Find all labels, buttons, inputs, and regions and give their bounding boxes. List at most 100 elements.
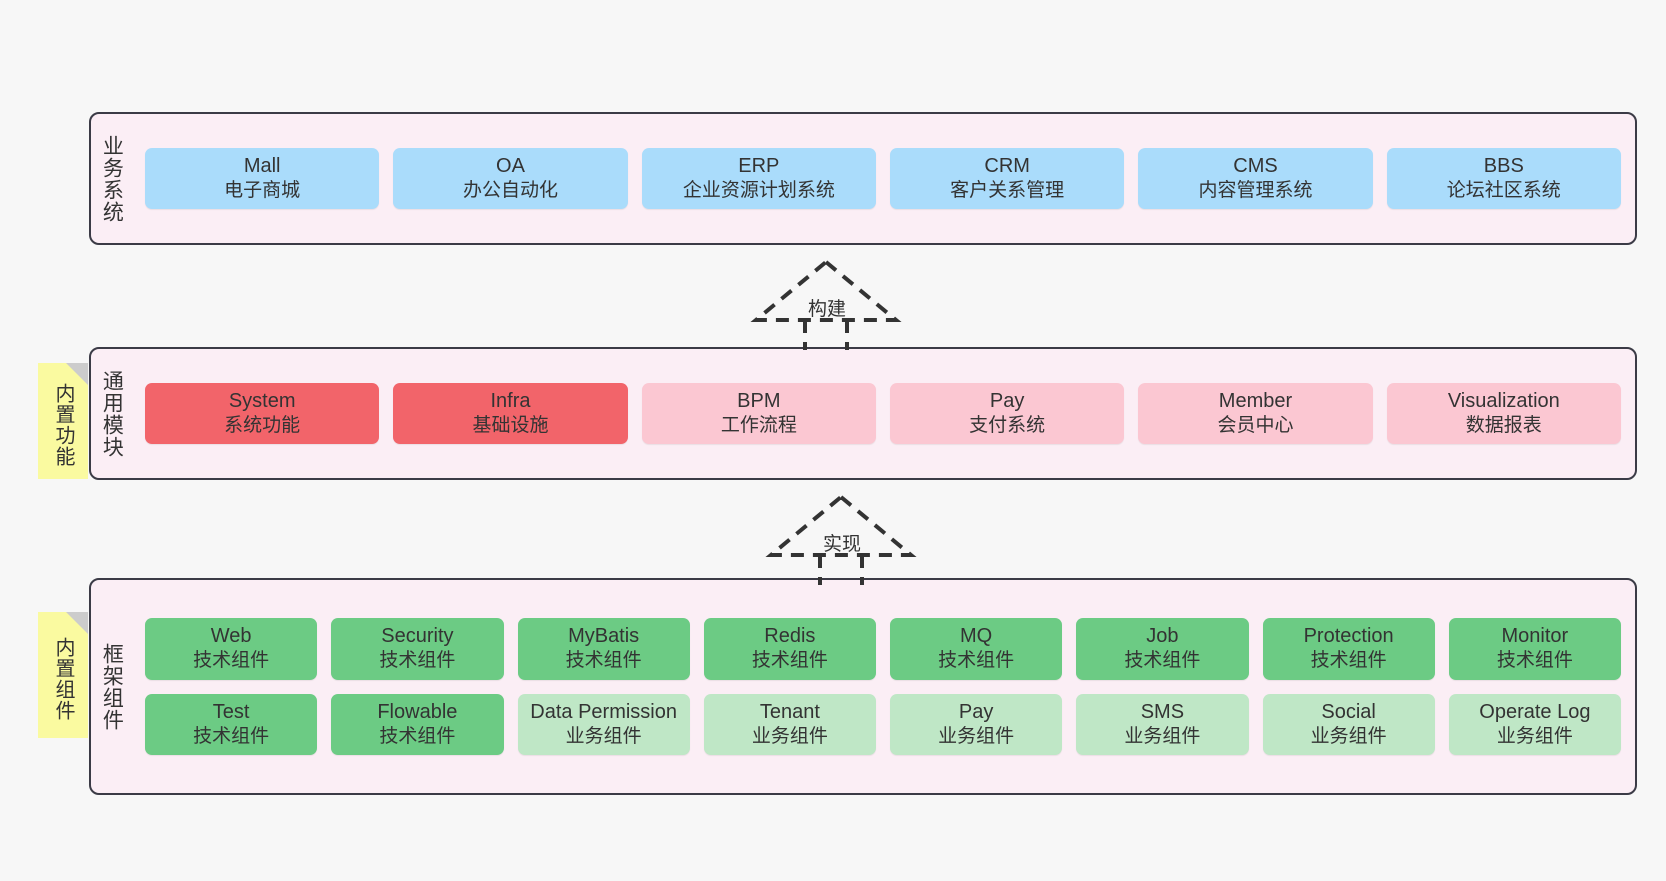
card-subtitle: 业务组件 <box>565 726 642 748</box>
card-subtitle: 技术组件 <box>1310 650 1387 672</box>
card-subtitle: 技术组件 <box>751 650 828 672</box>
card-title: Data Permission <box>530 700 677 723</box>
card-subtitle: 支付系统 <box>969 415 1046 437</box>
connector-implement-arrow <box>765 494 917 585</box>
card-protection[interactable]: Protection 技术组件 <box>1262 617 1435 680</box>
card-subtitle: 企业资源计划系统 <box>682 180 835 202</box>
card-title: CRM <box>984 154 1030 177</box>
card-title: Infra <box>490 389 531 412</box>
card-title: Pay <box>989 389 1025 412</box>
card-subtitle: 数据报表 <box>1465 415 1542 437</box>
layer-body-framework-components: Web 技术组件 Security 技术组件 MyBatis 技术组件 Redi… <box>131 580 1635 793</box>
note-label: 内置功能 <box>52 383 74 467</box>
card-bpm[interactable]: BPM 工作流程 <box>641 382 876 445</box>
card-monitor[interactable]: Monitor 技术组件 <box>1448 617 1621 680</box>
card-subtitle: 工作流程 <box>720 415 797 437</box>
card-subtitle: 技术组件 <box>1496 650 1573 672</box>
card-title: Mall <box>243 154 281 177</box>
card-subtitle: 技术组件 <box>379 650 456 672</box>
card-operate-log[interactable]: Operate Log 业务组件 <box>1448 693 1621 756</box>
card-crm[interactable]: CRM 客户关系管理 <box>889 147 1125 210</box>
card-subtitle: 业务组件 <box>1124 726 1201 748</box>
layer-title-framework-components: 框架组件 <box>100 642 124 731</box>
card-subtitle: 系统功能 <box>224 415 301 437</box>
layer-business-system: 业务系统 Mall 电子商城 OA 办公自动化 ERP 企业资源计划系统 CRM… <box>89 112 1637 245</box>
connector-build-label: 构建 <box>808 299 847 320</box>
connector-implement-label: 实现 <box>823 534 862 555</box>
card-title: Flowable <box>377 700 458 723</box>
arrowhead-triangle <box>750 259 902 322</box>
card-title: BBS <box>1483 154 1524 177</box>
card-job[interactable]: Job 技术组件 <box>1076 617 1249 680</box>
layer-body-common-modules: System 系统功能 Infra 基础设施 BPM 工作流程 Pay 支付系统… <box>131 349 1635 478</box>
card-social[interactable]: Social 业务组件 <box>1262 693 1435 756</box>
card-security[interactable]: Security 技术组件 <box>331 617 504 680</box>
framework-tech-row: Web 技术组件 Security 技术组件 MyBatis 技术组件 Redi… <box>145 617 1621 680</box>
card-subtitle: 内容管理系统 <box>1198 180 1313 202</box>
layer-common-modules: 通用模块 System 系统功能 Infra 基础设施 BPM 工作流程 Pay… <box>89 347 1637 480</box>
card-pay-component[interactable]: Pay 业务组件 <box>890 693 1063 756</box>
card-sms[interactable]: SMS 业务组件 <box>1076 693 1249 756</box>
card-title: ERP <box>738 154 780 177</box>
card-subtitle: 业务组件 <box>751 726 828 748</box>
card-flowable[interactable]: Flowable 技术组件 <box>331 693 504 756</box>
card-subtitle: 客户关系管理 <box>950 180 1065 202</box>
card-system[interactable]: System 系统功能 <box>145 382 380 445</box>
card-title: Protection <box>1303 624 1394 647</box>
card-subtitle: 论坛社区系统 <box>1446 180 1561 202</box>
note-fold-corner-icon <box>66 612 88 634</box>
connector-implement: 实现 <box>765 493 917 585</box>
card-redis[interactable]: Redis 技术组件 <box>703 617 876 680</box>
card-web[interactable]: Web 技术组件 <box>145 617 318 680</box>
card-bbs[interactable]: BBS 论坛社区系统 <box>1386 147 1621 210</box>
card-oa[interactable]: OA 办公自动化 <box>393 147 628 210</box>
card-title: Job <box>1146 624 1179 647</box>
card-subtitle: 业务组件 <box>938 726 1015 748</box>
card-erp[interactable]: ERP 企业资源计划系统 <box>641 147 876 210</box>
card-title: CMS <box>1233 154 1278 177</box>
card-visualization[interactable]: Visualization 数据报表 <box>1386 382 1621 445</box>
card-subtitle: 技术组件 <box>379 726 456 748</box>
card-title: Monitor <box>1501 624 1569 647</box>
arrowhead-triangle <box>765 494 917 557</box>
card-test[interactable]: Test 技术组件 <box>145 693 318 756</box>
card-subtitle: 会员中心 <box>1217 415 1294 437</box>
card-title: MQ <box>960 624 993 647</box>
card-title: Tenant <box>759 700 820 723</box>
card-mq[interactable]: MQ 技术组件 <box>890 617 1063 680</box>
card-title: Redis <box>764 624 816 647</box>
card-title: Member <box>1218 389 1293 412</box>
card-pay-module[interactable]: Pay 支付系统 <box>889 382 1125 445</box>
connector-build-arrow <box>750 259 902 350</box>
card-subtitle: 电子商城 <box>224 180 301 202</box>
note-fold-corner-icon <box>66 363 88 385</box>
card-title: Security <box>381 624 454 647</box>
card-cms[interactable]: CMS 内容管理系统 <box>1138 147 1373 210</box>
card-data-permission[interactable]: Data Permission 业务组件 <box>517 693 690 756</box>
card-tenant[interactable]: Tenant 业务组件 <box>703 693 876 756</box>
card-subtitle: 基础设施 <box>472 415 549 437</box>
card-member[interactable]: Member 会员中心 <box>1138 382 1373 445</box>
layer-framework-components: 框架组件 Web 技术组件 Security 技术组件 MyBatis 技术组件… <box>89 578 1637 795</box>
card-subtitle: 技术组件 <box>193 726 270 748</box>
card-title: BPM <box>737 389 781 412</box>
connector-build: 构建 <box>750 258 902 350</box>
card-title: Operate Log <box>1479 700 1591 723</box>
card-title: Pay <box>958 700 994 723</box>
card-title: Visualization <box>1447 389 1560 412</box>
card-subtitle: 业务组件 <box>1310 726 1387 748</box>
layer-title-common-modules: 通用模块 <box>100 369 124 458</box>
note-builtin-component: 内置组件 <box>38 612 88 738</box>
framework-business-row: Test 技术组件 Flowable 技术组件 Data Permission … <box>145 693 1621 756</box>
card-subtitle: 技术组件 <box>565 650 642 672</box>
card-subtitle: 业务组件 <box>1496 726 1573 748</box>
card-mybatis[interactable]: MyBatis 技术组件 <box>517 617 690 680</box>
card-infra[interactable]: Infra 基础设施 <box>393 382 628 445</box>
card-subtitle: 技术组件 <box>1124 650 1201 672</box>
card-subtitle: 技术组件 <box>938 650 1015 672</box>
card-mall[interactable]: Mall 电子商城 <box>145 147 380 210</box>
card-title: Social <box>1321 700 1376 723</box>
card-title: Test <box>212 700 250 723</box>
card-title: System <box>228 389 296 412</box>
